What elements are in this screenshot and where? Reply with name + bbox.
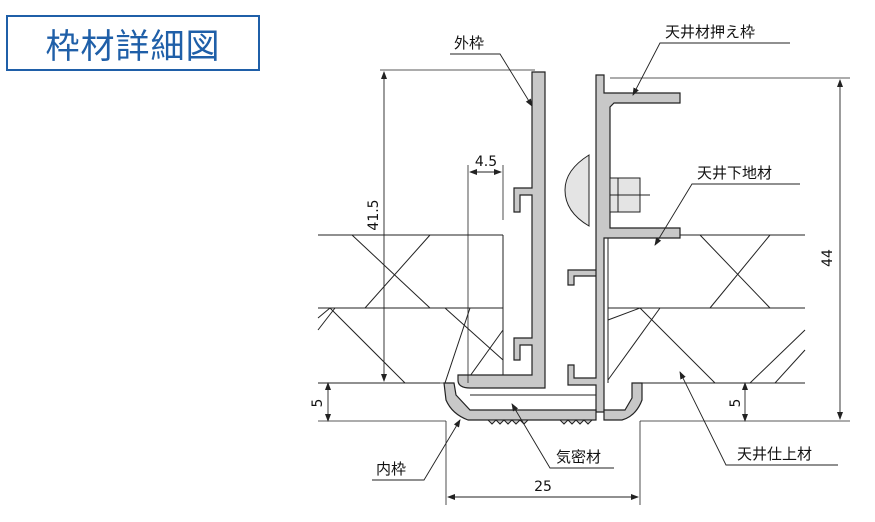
label-outer-frame: 外枠	[454, 34, 484, 52]
leader-ceiling-finish	[679, 371, 838, 466]
dim-44: 44	[820, 249, 836, 267]
ceiling-board-left	[317, 234, 504, 384]
dim-25: 25	[534, 479, 552, 495]
leader-outer-frame	[450, 53, 533, 107]
title-box: 枠材詳細図	[6, 15, 260, 71]
leader-ceiling-press-frame	[632, 42, 790, 96]
label-airtight: 気密材	[556, 448, 601, 466]
leader-ceiling-base	[654, 183, 800, 246]
dim-4-5: 4.5	[475, 154, 497, 170]
dim-41-5: 41.5	[366, 199, 382, 230]
airtight-material	[486, 419, 594, 425]
dim-5-right: 5	[728, 399, 744, 408]
fastener-screw	[564, 154, 650, 227]
label-ceiling-base: 天井下地材	[697, 164, 772, 182]
leader-airtight	[511, 403, 614, 469]
ceiling-press-frame-profile	[567, 74, 681, 413]
label-ceiling-press-frame: 天井材押え枠	[665, 23, 755, 41]
label-inner-frame: 内枠	[376, 460, 406, 478]
inner-frame-profile-right	[603, 382, 643, 421]
page-title: 枠材詳細図	[45, 26, 221, 67]
label-ceiling-finish: 天井仕上材	[737, 445, 812, 463]
leader-inner-frame	[372, 419, 461, 481]
dim-5-left: 5	[310, 399, 326, 408]
inner-frame-profile	[443, 382, 597, 421]
outer-frame-profile	[457, 71, 546, 389]
ceiling-board-right	[607, 234, 806, 384]
